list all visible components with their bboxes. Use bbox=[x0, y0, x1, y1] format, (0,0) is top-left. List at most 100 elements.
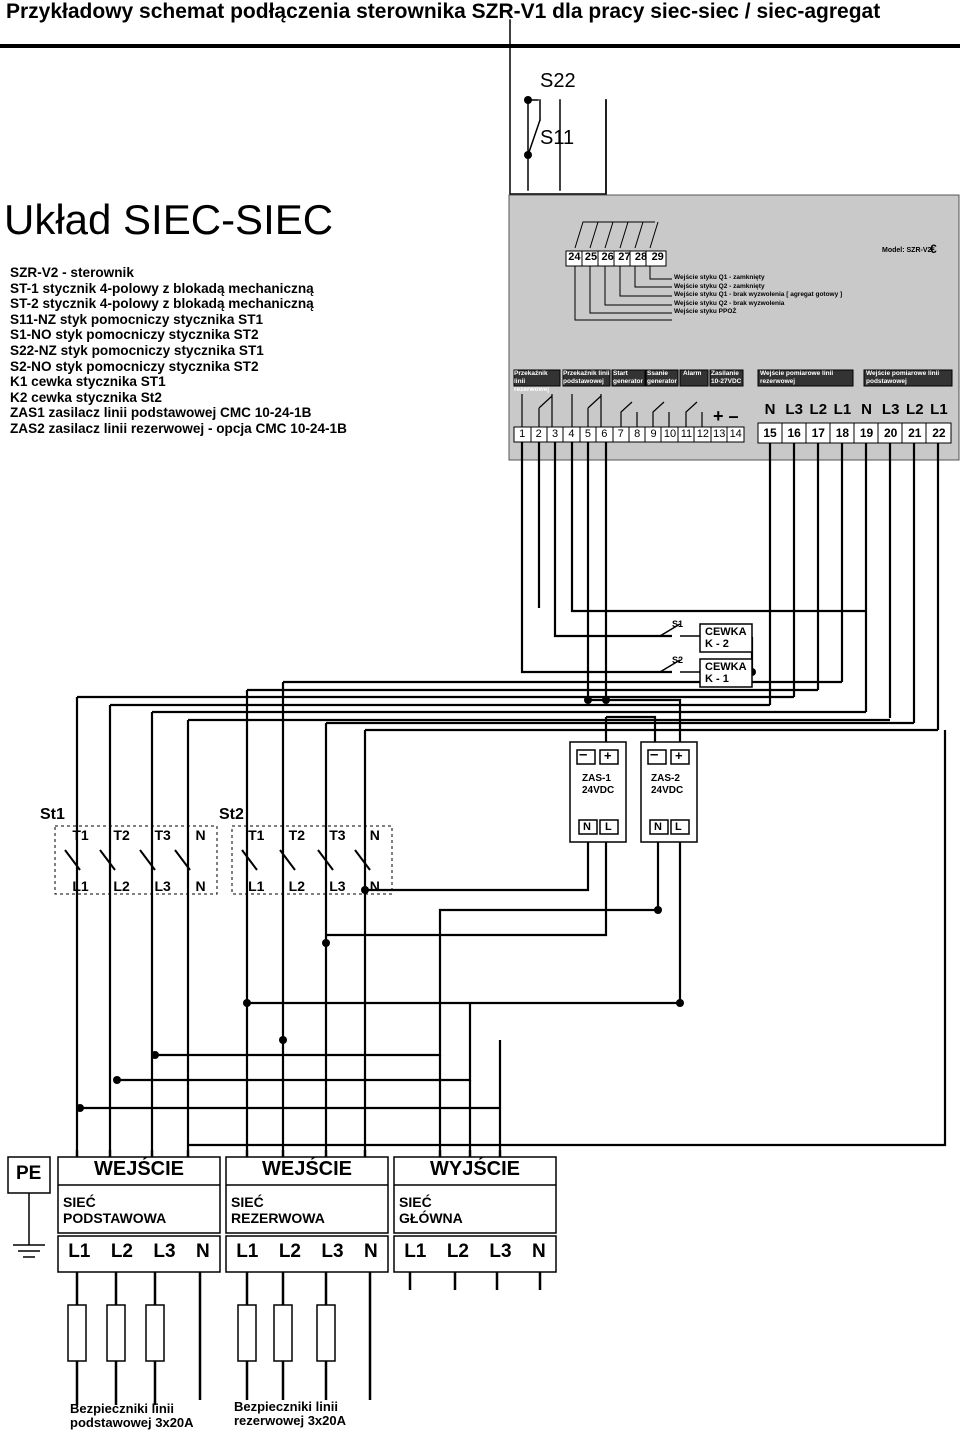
phase-terminal[interactable]: N bbox=[532, 1241, 546, 1262]
phase-label: L1 bbox=[833, 401, 852, 418]
terminal[interactable]: 2 bbox=[535, 428, 542, 440]
pole-label: N bbox=[369, 827, 380, 843]
controller-model: Model: SZR-V2 bbox=[882, 247, 932, 254]
terminal[interactable]: 25 bbox=[584, 251, 598, 263]
section-phases: L1 L2 L3 N bbox=[226, 1241, 388, 1263]
group-label: Alarm bbox=[683, 370, 702, 377]
phase-terminal[interactable]: L1 bbox=[404, 1241, 427, 1262]
phase-terminal[interactable]: L1 bbox=[68, 1241, 91, 1262]
phase-label: L2 bbox=[809, 401, 828, 418]
section-head: WYJŚCIE bbox=[429, 1158, 521, 1180]
terminal[interactable]: 24 bbox=[568, 251, 581, 263]
terminal[interactable]: 15 bbox=[763, 426, 777, 440]
pole-label: T3 bbox=[329, 827, 346, 843]
terminal[interactable]: 1 bbox=[519, 428, 526, 440]
psu2-plus: + bbox=[675, 748, 683, 763]
legend-item: K1 cewka stycznika ST1 bbox=[10, 374, 166, 390]
phase-terminal[interactable]: L2 bbox=[446, 1241, 469, 1262]
pole-label: N bbox=[195, 827, 206, 843]
terminal[interactable]: 27 bbox=[618, 251, 631, 263]
phase-terminal[interactable]: L2 bbox=[110, 1241, 133, 1262]
phase-terminal[interactable]: L3 bbox=[489, 1241, 512, 1262]
section-phases: L1 L2 L3 N bbox=[58, 1241, 220, 1263]
input-label: Wejście styku PPOŻ bbox=[674, 308, 737, 316]
phase-terminal[interactable]: N bbox=[364, 1241, 378, 1262]
terminal[interactable]: 14 bbox=[729, 428, 742, 440]
pole-label: L2 bbox=[288, 878, 305, 894]
pole-label: T2 bbox=[288, 827, 305, 843]
phase-terminal[interactable]: N bbox=[196, 1241, 210, 1262]
pole-label: T3 bbox=[154, 827, 171, 843]
contactor-st2-top: T1 T2 T3 N bbox=[236, 827, 392, 843]
terminal[interactable]: 9 bbox=[650, 428, 657, 440]
phase-terminal[interactable]: L1 bbox=[236, 1241, 259, 1262]
terminal[interactable]: 13 bbox=[713, 428, 726, 440]
terminal[interactable]: 28 bbox=[634, 251, 648, 263]
terminal[interactable]: 21 bbox=[908, 426, 922, 440]
pole-label: T1 bbox=[248, 827, 265, 843]
legend-item: ST-2 stycznik 4-polowy z blokadą mechani… bbox=[10, 296, 314, 312]
component-legend: SZR-V2 - sterownik ST-1 stycznik 4-polow… bbox=[10, 265, 347, 437]
contactor-st2-label: St2 bbox=[219, 806, 244, 823]
ce-logo: € bbox=[930, 242, 937, 256]
psu1-minus: – bbox=[579, 746, 588, 763]
phase-label: L1 bbox=[930, 401, 948, 418]
phase-terminal[interactable]: L3 bbox=[153, 1241, 176, 1262]
terminal[interactable]: 12 bbox=[696, 428, 709, 440]
contactor-st1-label: St1 bbox=[40, 806, 65, 823]
terminal[interactable]: 4 bbox=[568, 428, 575, 440]
legend-item: S22-NZ styk pomocniczy stycznika ST1 bbox=[10, 342, 264, 358]
terminal[interactable]: 7 bbox=[617, 428, 624, 440]
pe-terminal: PE bbox=[16, 1163, 42, 1184]
terminal[interactable]: 29 bbox=[651, 251, 664, 263]
terminal[interactable]: 19 bbox=[859, 426, 874, 440]
measurement-phase-labels: N L3 L2 L1 N L3 L2 L1 bbox=[758, 401, 951, 418]
terminal[interactable]: 11 bbox=[680, 428, 693, 440]
pole-label: L1 bbox=[72, 878, 89, 894]
input-label: Wejście styku Q2 - brak wyzwolenia bbox=[674, 299, 785, 307]
input-label: Wejście styku Q1 - zamknięty bbox=[674, 274, 765, 281]
psu2-n: N bbox=[654, 821, 662, 833]
terminal[interactable]: 8 bbox=[634, 428, 641, 440]
terminal[interactable]: 17 bbox=[811, 426, 825, 440]
pole-label: L2 bbox=[113, 878, 130, 894]
phase-terminal[interactable]: L3 bbox=[321, 1241, 344, 1262]
bottom-terminal-strip: 1 2 3 4 5 6 7 8 9 10 11 12 13 14 bbox=[514, 428, 744, 440]
section-head: WEJŚCIE bbox=[93, 1158, 185, 1180]
terminal[interactable]: 20 bbox=[884, 426, 898, 440]
terminal[interactable]: 6 bbox=[601, 428, 608, 440]
legend-item: SZR-V2 - sterownik bbox=[10, 265, 134, 280]
terminal[interactable]: 26 bbox=[601, 251, 614, 263]
terminal[interactable]: 3 bbox=[551, 428, 559, 440]
pole-label: T2 bbox=[113, 827, 130, 843]
power-polarity: + – bbox=[713, 406, 739, 426]
phase-terminal[interactable]: L2 bbox=[278, 1241, 301, 1262]
legend-item: ZAS2 zasilacz linii rezerwowej - opcja C… bbox=[10, 420, 347, 436]
phase-label: L3 bbox=[881, 401, 900, 418]
terminal[interactable]: 16 bbox=[787, 426, 801, 440]
pole-label: N bbox=[195, 878, 206, 894]
s11-label: S11 bbox=[540, 127, 575, 149]
pole-label: L1 bbox=[248, 878, 265, 894]
terminal[interactable]: 18 bbox=[835, 426, 850, 440]
terminal[interactable]: 22 bbox=[932, 426, 946, 440]
terminal[interactable]: 10 bbox=[663, 428, 677, 440]
top-terminal-strip: 24 25 26 27 28 29 bbox=[566, 251, 666, 266]
terminal[interactable]: 5 bbox=[584, 428, 591, 440]
title-divider bbox=[0, 44, 960, 48]
input-label: Wejście styku Q1 - brak wyzwolenia [ agr… bbox=[674, 291, 843, 299]
